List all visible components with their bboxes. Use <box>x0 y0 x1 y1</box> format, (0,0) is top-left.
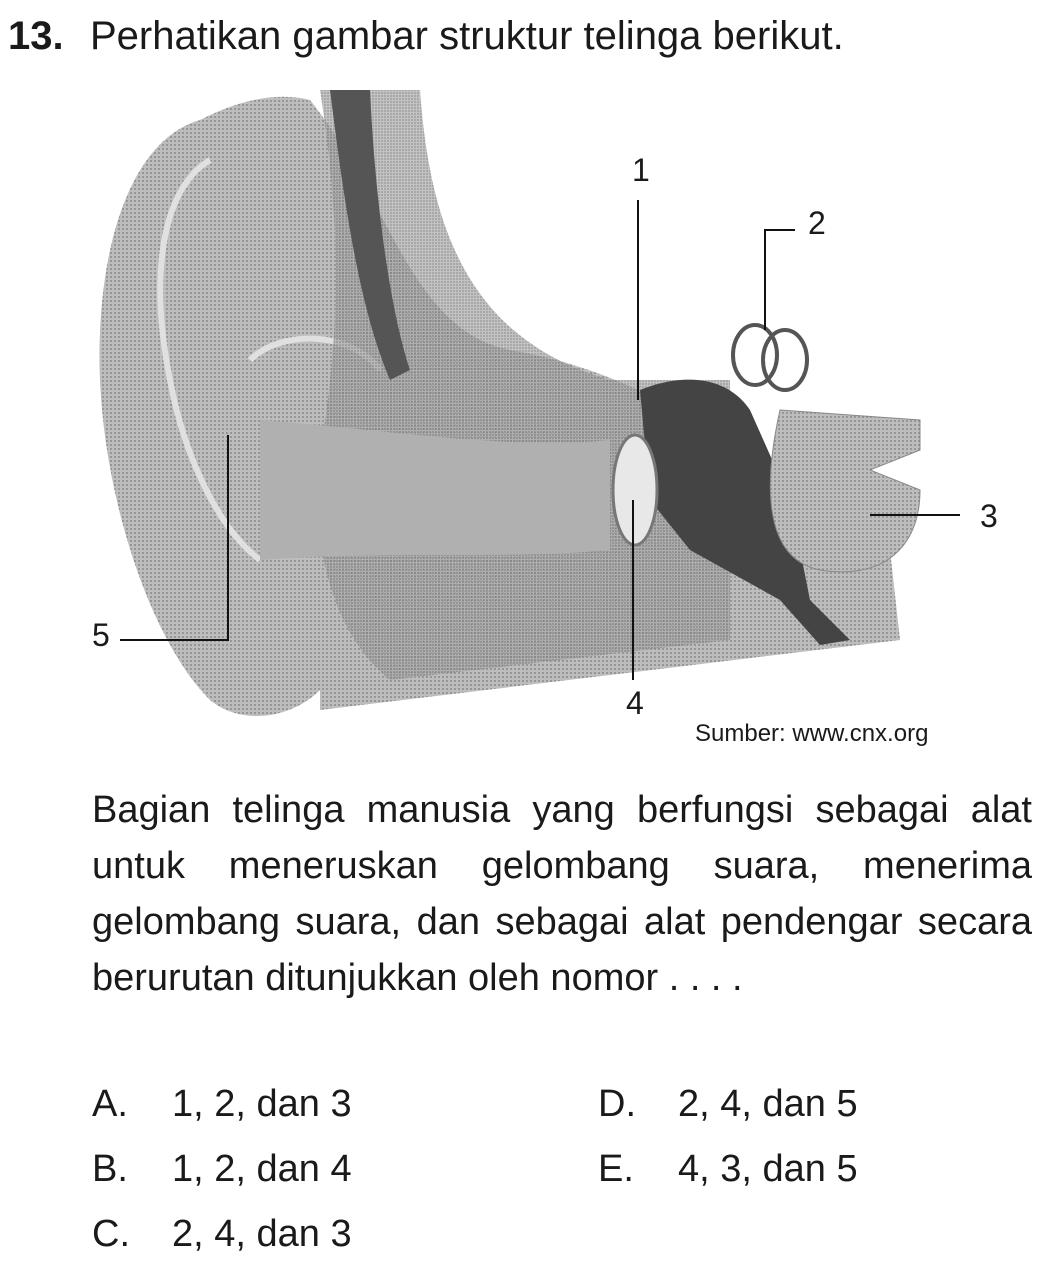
middle-ear <box>611 379 850 645</box>
question-text: Bagian telinga manusia yang berfungsi se… <box>92 789 1032 999</box>
ear-structure-diagram <box>99 90 960 717</box>
option-key: E. <box>598 1148 634 1190</box>
option-d[interactable]: D. 2, 4, dan 5 <box>598 1083 858 1126</box>
ear-canal <box>260 420 610 560</box>
option-key: D. <box>598 1083 636 1125</box>
option-key: C. <box>92 1213 130 1255</box>
option-text: 2, 4, dan 5 <box>678 1083 858 1125</box>
option-e[interactable]: E. 4, 3, dan 5 <box>598 1148 858 1191</box>
diagram-label-2: 2 <box>808 205 826 241</box>
inner-ear <box>731 323 921 573</box>
option-text: 1, 2, dan 4 <box>172 1148 352 1190</box>
option-key: B. <box>92 1148 128 1190</box>
question-title: Perhatikan gambar struktur telinga berik… <box>90 14 844 58</box>
question-number: 13. <box>8 14 64 58</box>
leader-lines <box>120 200 960 680</box>
option-a[interactable]: A. 1, 2, dan 3 <box>92 1083 352 1126</box>
option-b[interactable]: B. 1, 2, dan 4 <box>92 1148 352 1191</box>
image-source: Sumber: www.cnx.org <box>695 720 929 747</box>
option-text: 4, 3, dan 5 <box>678 1148 858 1190</box>
diagram-label-3: 3 <box>980 498 998 534</box>
option-text: 1, 2, dan 3 <box>172 1083 352 1125</box>
option-key: A. <box>92 1083 128 1125</box>
option-text: 2, 4, dan 3 <box>172 1213 352 1255</box>
diagram-label-5: 5 <box>92 617 110 653</box>
diagram-label-4: 4 <box>626 685 644 721</box>
diagram-label-1: 1 <box>632 152 650 188</box>
option-c[interactable]: C. 2, 4, dan 3 <box>92 1213 352 1256</box>
